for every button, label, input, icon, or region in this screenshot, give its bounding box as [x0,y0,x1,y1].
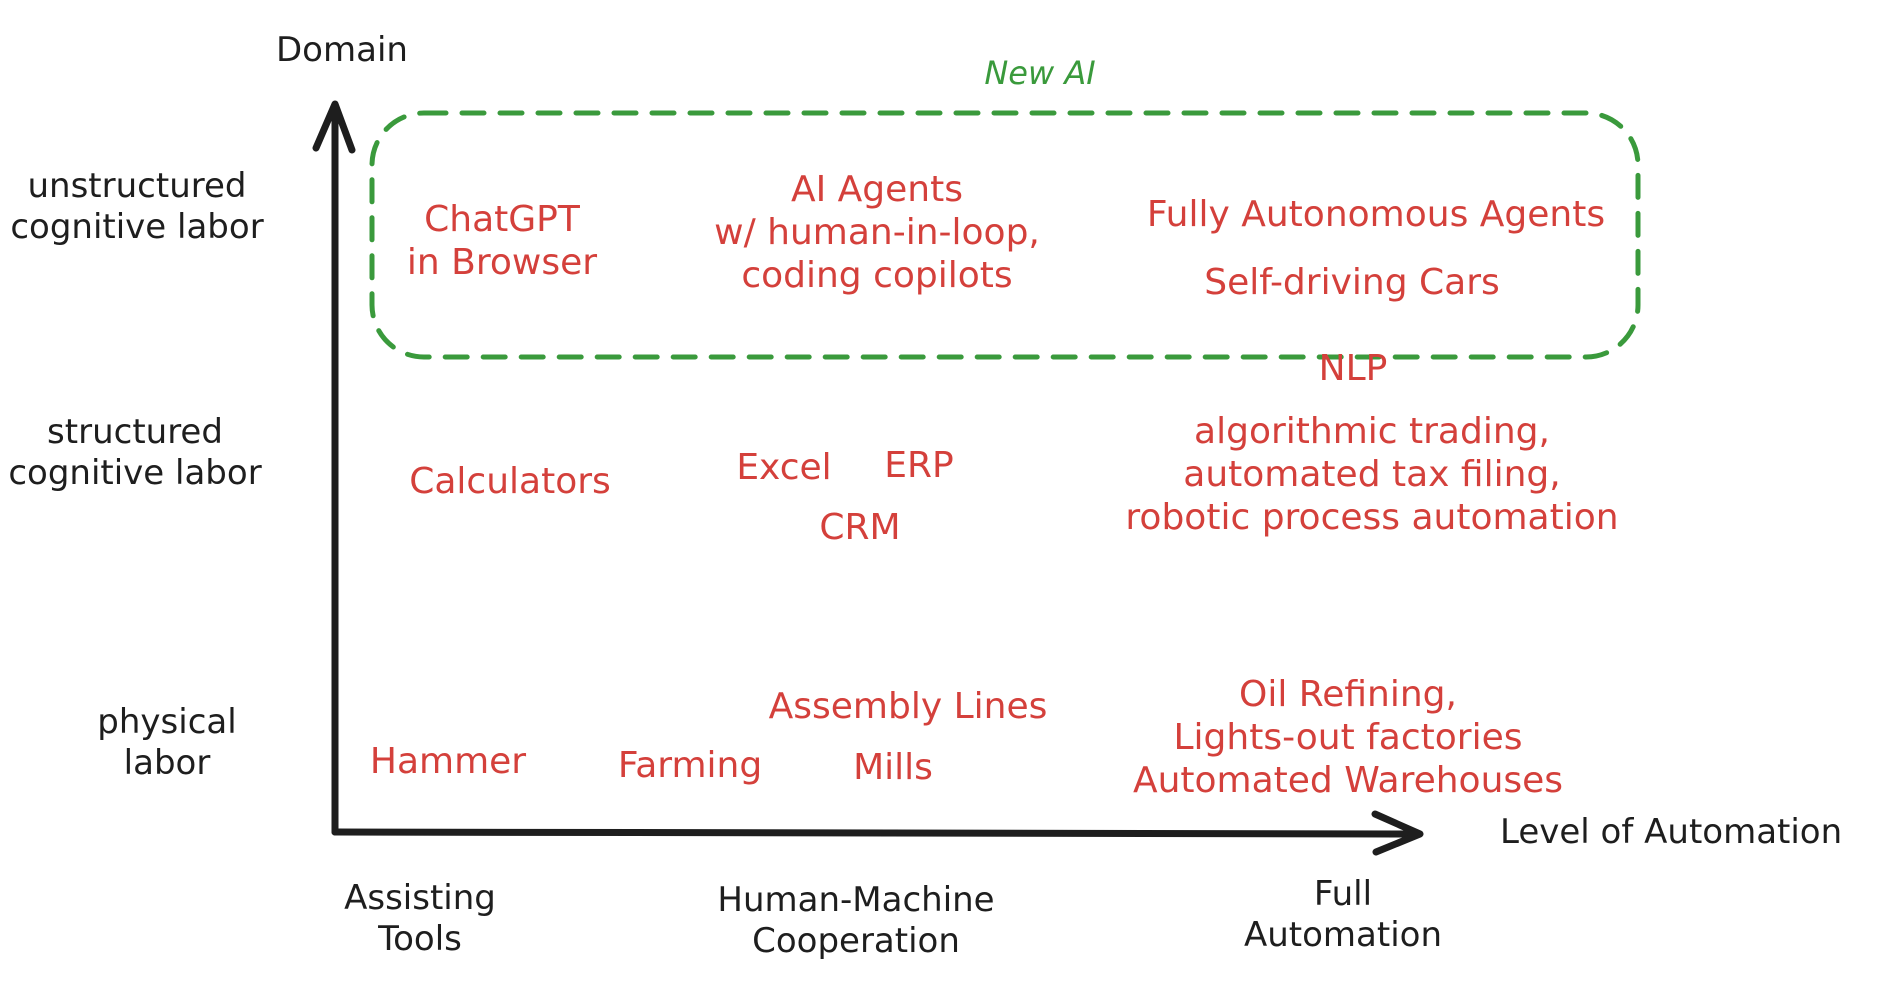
item-line: automated tax filing, [1183,454,1561,496]
item-ai-agents: AI Agents w/ human-in-loop, coding copil… [714,168,1040,298]
item-line: Lights-out factories [1173,717,1523,759]
x-level-line: Cooperation [752,920,960,961]
x-level-cooperation: Human-Machine Cooperation [717,880,994,962]
y-level-unstructured: unstructured cognitive labor [10,166,263,248]
x-level-assisting: Assisting Tools [344,878,496,960]
item-excel: Excel [736,447,832,488]
y-level-line: cognitive labor [10,206,264,247]
item-line: Automated Warehouses [1132,760,1564,802]
item-line: coding copilots [741,255,1013,297]
x-level-line: Human-Machine [717,880,995,920]
x-axis-title: Level of Automation [1500,812,1843,852]
item-calculators: Calculators [409,461,611,502]
item-crm: CRM [819,507,901,548]
item-line: in Browser [406,242,598,284]
item-oil-refining: Oil Refining, Lights-out factories Autom… [1133,673,1563,803]
x-axis-line [331,828,1422,838]
item-trading: algorithmic trading, automated tax filin… [1125,410,1618,540]
y-axis-arrowhead [312,100,356,154]
item-hammer: Hammer [369,741,527,782]
x-level-full: Full Automation [1244,874,1442,956]
new-ai-region [369,110,1641,360]
y-level-line: structured [47,412,223,452]
item-self-driving: Self-driving Cars [1204,262,1500,303]
y-level-line: physical [97,702,237,742]
y-level-line: labor [123,742,211,783]
item-line: ChatGPT [424,199,580,240]
y-level-line: cognitive labor [8,452,262,493]
x-level-line: Tools [378,918,462,959]
y-level-line: unstructured [27,166,247,206]
item-nlp: NLP [1318,348,1388,389]
y-level-physical: physical labor [97,702,236,784]
x-level-line: Full [1313,874,1373,914]
y-level-structured: structured cognitive labor [8,412,261,494]
y-axis-title: Domain [276,30,408,70]
item-line: algorithmic trading, [1194,411,1550,452]
item-line: w/ human-in-loop, [714,212,1040,254]
item-autonomous-agents: Fully Autonomous Agents [1146,194,1606,235]
item-line: robotic process automation [1125,497,1619,539]
x-axis-arrowhead [1371,810,1424,856]
item-assembly-lines: Assembly Lines [768,686,1048,727]
item-mills: Mills [853,747,933,788]
item-erp: ERP [884,445,954,486]
new-ai-label: New AI [984,54,1096,92]
item-chatgpt: ChatGPT in Browser [407,198,597,284]
x-level-line: Automation [1243,914,1443,955]
x-level-line: Assisting [344,878,496,918]
item-farming: Farming [617,745,763,786]
item-line: Oil Refining, [1239,674,1457,715]
item-line: AI Agents [790,169,963,210]
